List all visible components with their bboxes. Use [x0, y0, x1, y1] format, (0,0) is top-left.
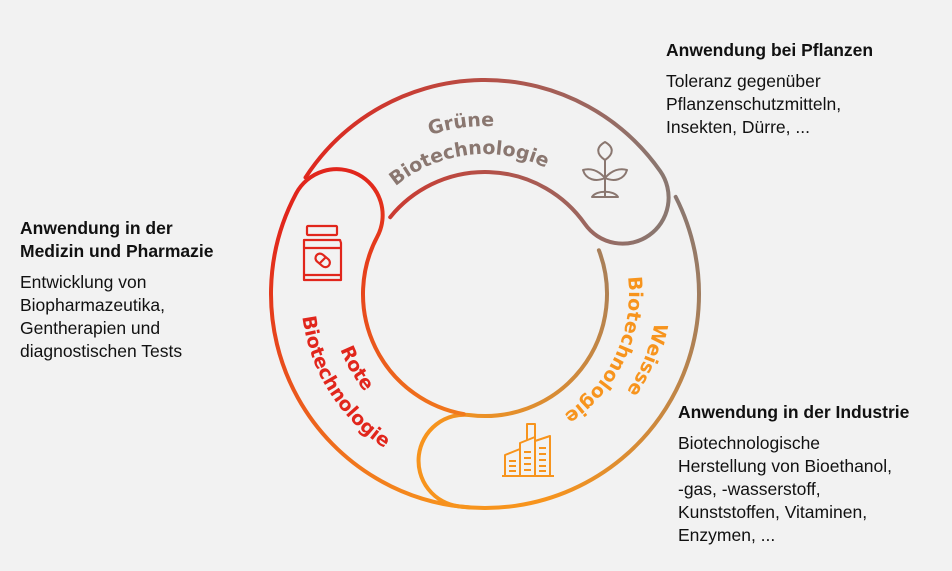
industrie-line: Biotechnologische — [678, 433, 821, 453]
industrie-heading: Anwendung in der Industrie — [678, 402, 910, 422]
weisse-segment-path — [416, 194, 701, 510]
medizin-heading-line: Anwendung in der — [20, 218, 173, 238]
industrie-line: Kunststoffen, Vitaminen, — [678, 502, 868, 522]
pflanzen-line: Insekten, Dürre, ... — [666, 117, 810, 137]
gruene-label-line2: Biotechnologie — [385, 137, 552, 190]
industrie-line: Herstellung von Bioethanol, — [678, 456, 893, 476]
gruene-label-line1: Grüne — [425, 109, 494, 140]
industrie-info-block: Anwendung in der Industrie Biotechnologi… — [678, 401, 909, 547]
pflanzen-heading: Anwendung bei Pflanzen — [666, 40, 874, 60]
rote-label-line2: Biotechnologie — [297, 314, 394, 452]
industrie-line: -gas, -wasserstoff, — [678, 479, 821, 499]
pflanzen-info-block: Anwendung bei Pflanzen Toleranz gegenübe… — [666, 39, 873, 139]
factory-icon — [502, 423, 554, 477]
pflanzen-line: Pflanzenschutzmitteln, — [666, 94, 842, 114]
medizin-line: Entwicklung von — [20, 272, 147, 292]
rote-segment-path — [269, 167, 473, 510]
pflanzen-line: Toleranz gegenüber — [666, 71, 821, 91]
gruene-segment-path — [303, 78, 671, 246]
industrie-line: Enzymen, ... — [678, 525, 776, 545]
weisse-label-line2: Biotechnologie — [561, 276, 646, 429]
medizin-line: Biopharmazeutika, — [20, 295, 165, 315]
medicine-bottle-icon — [302, 224, 343, 282]
medizin-line: diagnostischen Tests — [20, 341, 183, 361]
medizin-line: Gentherapien und — [20, 318, 161, 338]
medizin-heading-line: Medizin und Pharmazie — [20, 241, 214, 261]
plant-icon — [582, 141, 628, 198]
